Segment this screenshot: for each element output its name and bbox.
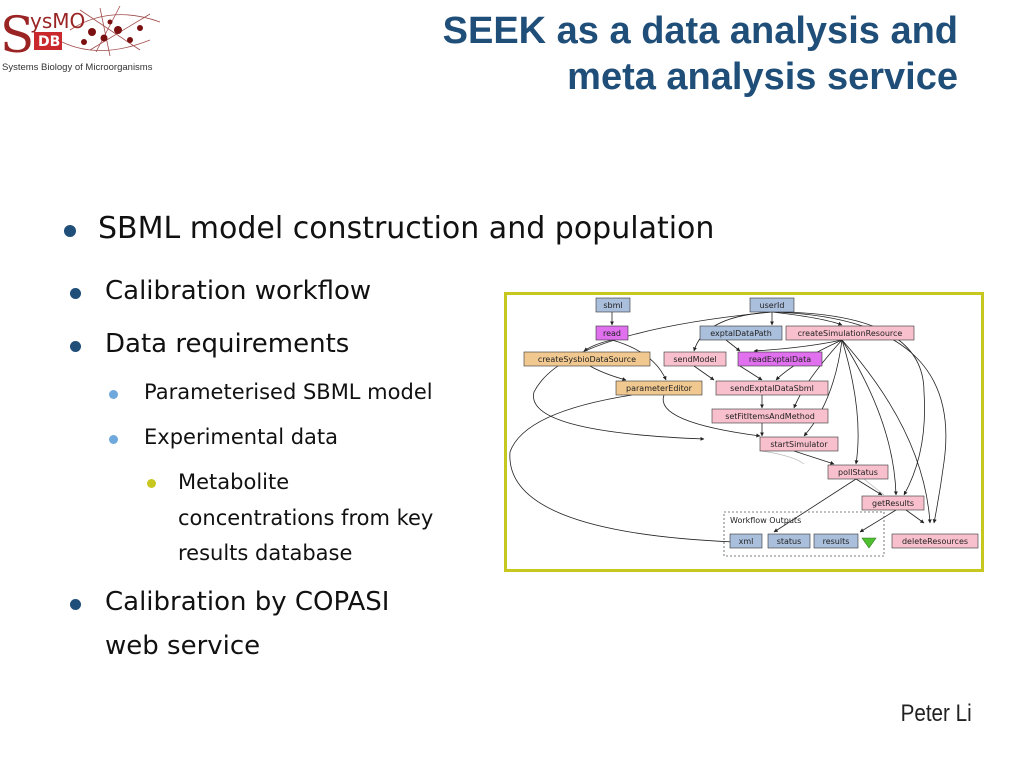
bullet-experimental-data: Experimental data [144, 425, 339, 449]
bullet-dot [147, 479, 156, 488]
svg-text:userId: userId [760, 301, 785, 310]
node-exptaldatapath: exptalDataPath [699, 325, 783, 341]
footer-author: Peter Li [900, 700, 972, 727]
svg-text:setFitItemsAndMethod: setFitItemsAndMethod [725, 412, 815, 421]
bullet-main: SBML model construction and population [98, 211, 715, 246]
network-graphic [61, 5, 161, 57]
svg-text:createSysbioDataSource: createSysbioDataSource [538, 355, 636, 364]
svg-text:exptalDataPath: exptalDataPath [710, 329, 772, 338]
svg-text:status: status [777, 537, 802, 546]
svg-text:sbml: sbml [603, 301, 622, 310]
bullet-dot [70, 341, 81, 352]
node-setfititemsandmethod: setFitItemsAndMethod [711, 408, 829, 424]
node-userid: userId [749, 297, 795, 313]
svg-text:readExptalData: readExptalData [749, 355, 811, 364]
bullet-parameterised-model: Parameterised SBML model [144, 380, 433, 404]
svg-text:getResults: getResults [872, 499, 914, 508]
bullet-dot [109, 435, 118, 444]
svg-text:xml: xml [739, 537, 754, 546]
output-status: status [767, 533, 811, 549]
network-nodes [81, 19, 143, 45]
node-sendmodel: sendModel [663, 351, 727, 367]
svg-text:parameterEditor: parameterEditor [626, 384, 693, 393]
logo-caption: Systems Biology of Microorganisms [2, 62, 153, 73]
node-startsimulator: startSimulator [759, 436, 839, 452]
node-sbml: sbml [595, 297, 631, 313]
node-deleteresources: deleteResources [891, 533, 979, 549]
svg-text:pollStatus: pollStatus [838, 468, 878, 477]
svg-text:createSimulationResource: createSimulationResource [798, 329, 903, 338]
svg-text:deleteResources: deleteResources [902, 537, 968, 546]
svg-text:sendExptalDataSbml: sendExptalDataSbml [730, 384, 814, 393]
logo-badge-text: DB [38, 34, 60, 50]
workflow-edges [509, 311, 947, 544]
workflow-control-links [761, 450, 885, 496]
bullet-calibration-workflow: Calibration workflow [105, 276, 372, 306]
bullet-dot [109, 390, 118, 399]
node-createsysbiodatasource: createSysbioDataSource [523, 351, 651, 367]
logo-badge [34, 32, 62, 50]
title-line-2: meta analysis service [567, 56, 958, 98]
bullet-copasi-line-2: web service [105, 631, 261, 661]
bullet-dot [70, 288, 81, 299]
slide-title: SEEK as a data analysis and meta analysi… [338, 8, 958, 100]
node-sendexptaldatasbml: sendExptalDataSbml [715, 380, 829, 396]
bullet-dot [70, 599, 81, 610]
node-readexptaldata: readExptalData [737, 351, 823, 367]
svg-text:sendModel: sendModel [673, 355, 716, 364]
node-getresults: getResults [861, 495, 925, 511]
node-createsimulationresource: createSimulationResource [785, 325, 915, 341]
node-parametereditor: parameterEditor [615, 380, 703, 396]
bullet-metabolite-line-3: results database [178, 541, 353, 565]
bullet-metabolite-line-1: Metabolite [178, 470, 290, 494]
node-pollstatus: pollStatus [827, 464, 889, 480]
workflow-diagram: sbml userId read exptalDataPath createSi… [509, 297, 979, 557]
output-xml: xml [729, 533, 763, 549]
bullet-metabolite-line-2: concentrations from key [178, 506, 434, 530]
output-results: results [813, 533, 859, 549]
logo-letters: ysMO [30, 9, 85, 33]
workflow-outputs-group: Workflow Outputs xml status results [723, 511, 885, 557]
workflow-outputs-label: Workflow Outputs [730, 516, 801, 525]
bullet-copasi-line-1: Calibration by COPASI [105, 587, 390, 617]
outputs-triangle-icon [861, 537, 877, 549]
bullet-data-requirements: Data requirements [105, 329, 350, 359]
svg-text:read: read [603, 329, 621, 338]
svg-text:startSimulator: startSimulator [770, 440, 828, 449]
title-line-1: SEEK as a data analysis and [442, 10, 958, 52]
bullet-dot [64, 225, 76, 237]
logo-letter-s: S [0, 6, 34, 64]
svg-text:results: results [823, 537, 850, 546]
node-read: read [595, 325, 629, 341]
sysmo-db-logo: S ysMO DB [0, 5, 161, 64]
